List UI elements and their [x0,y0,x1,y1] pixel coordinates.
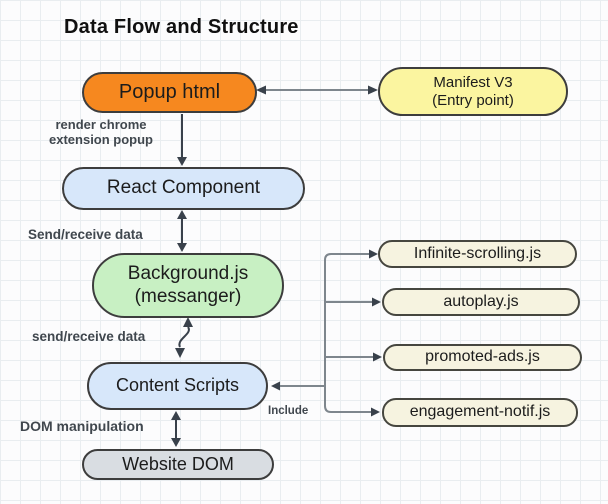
node-website-label: Website DOM [122,453,234,474]
node-background-line2: (messanger) [134,285,242,307]
node-autoplay-label: autoplay.js [443,292,519,310]
arrowhead-into-engagement-notif [371,407,380,417]
edge-label-include: Include [268,405,309,417]
edge-background-content-wavy [178,326,190,348]
arrowhead-into-background-top [177,243,187,252]
edge-label-render-popup: render chrome extension popup [40,117,162,147]
edge-label-dom-manipulation: DOM manipulation [20,418,144,434]
edge-label-render-line2: extension popup [49,132,153,147]
node-promoted-ads-label: promoted-ads.js [425,348,540,366]
edge-label-send-receive-top: Send/receive data [28,227,143,242]
edge-trunk-scripts [324,253,371,413]
node-content-scripts: Content Scripts [87,362,268,410]
node-engagement-notif-label: engagement-notif.js [409,403,551,421]
node-background-js: Background.js (messanger) [92,253,284,318]
edge-label-send-receive-bottom: send/receive data [32,329,146,344]
arrowhead-into-react [177,157,187,166]
arrowhead-into-infinite-scrolling [369,249,378,259]
node-infinite-scrolling-js: Infinite-scrolling.js [378,240,577,268]
arrowhead-into-content-right [271,381,280,391]
arrowhead-up-into-background-bottom [183,317,193,327]
node-manifest-line1: Manifest V3 [433,73,513,91]
node-popup-html: Popup html [82,72,257,113]
node-popup-html-label: Popup html [118,80,221,103]
arrowhead-into-autoplay [372,297,381,307]
node-manifest-line2: (Entry point) [432,91,514,109]
arrowhead-into-promoted-ads [373,352,382,362]
node-content-label: Content Scripts [115,375,240,396]
arrowhead-into-website [171,438,181,447]
node-manifest-v3: Manifest V3 (Entry point) [378,67,568,116]
diagram-title: Data Flow and Structure [64,16,299,38]
node-engagement-notif-js: engagement-notif.js [382,398,578,427]
node-promoted-ads-js: promoted-ads.js [383,344,582,371]
node-react-label: React Component [106,177,261,199]
edge-label-render-line1: render chrome [55,117,147,132]
node-background-line1: Background.js [127,263,249,285]
node-autoplay-js: autoplay.js [382,288,580,316]
arrowhead-up-into-content-bottom [171,411,181,420]
arrowhead-up-into-react [177,210,187,219]
arrowhead-into-popup [256,85,266,95]
node-website-dom: Website DOM [82,449,274,480]
node-infinite-scrolling-label: Infinite-scrolling.js [413,244,542,262]
arrowhead-into-content-top [175,348,185,358]
arrowhead-into-manifest [368,85,378,95]
node-react-component: React Component [62,167,305,210]
